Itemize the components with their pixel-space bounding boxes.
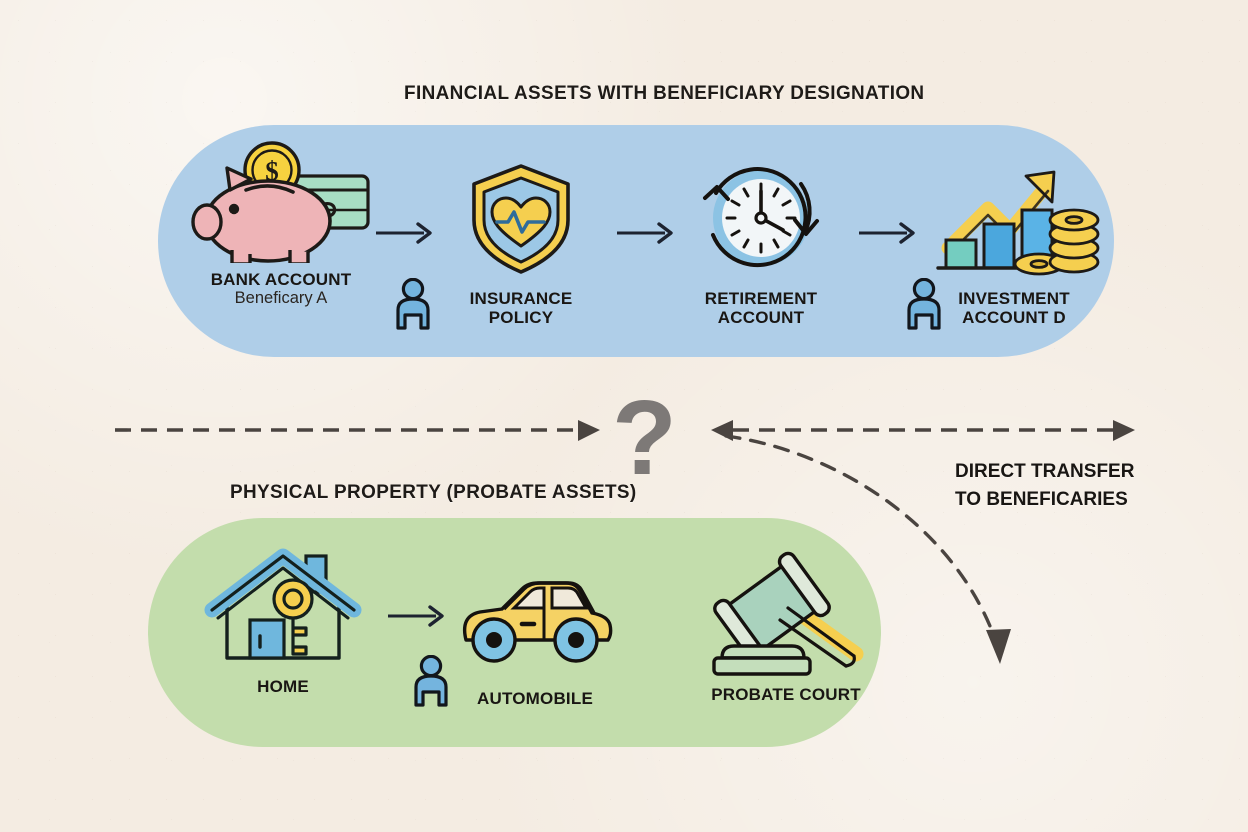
physical-section-title: PHYSICAL PROPERTY (PROBATE ASSETS)	[230, 481, 637, 503]
house-key-icon	[198, 540, 368, 673]
beneficiary-person-icon	[392, 277, 434, 335]
node-probate-court[interactable]: PROBATE COURT	[696, 546, 876, 704]
node-label: BANK ACCOUNT	[210, 270, 352, 289]
node-retirement-account[interactable]: RETIREMENT ACCOUNT	[680, 158, 842, 327]
financial-section-title: FINANCIAL ASSETS WITH BENEFICIARY DESIGN…	[404, 82, 925, 104]
direct-transfer-note: DIRECT TRANSFER TO BENEFICARIES	[955, 461, 1135, 510]
car-icon	[452, 568, 618, 673]
arrow-right-icon	[857, 222, 919, 249]
curved-dashed-arrow-down-icon	[724, 434, 1011, 664]
node-automobile[interactable]: AUTOMOBILE	[452, 568, 618, 708]
arrow-right-icon	[615, 222, 677, 249]
node-sublabel: Beneficary A	[234, 289, 328, 308]
node-label: INSURANCE POLICY	[469, 289, 573, 328]
arrow-right-icon	[374, 222, 436, 249]
growth-chart-coins-icon	[928, 152, 1100, 287]
node-label: INVESTMENT ACCOUNT D	[958, 289, 1070, 328]
node-insurance-policy[interactable]: INSURANCE POLICY	[440, 160, 602, 327]
node-investment-account[interactable]: INVESTMENT ACCOUNT D	[928, 152, 1100, 327]
piggy-bank-icon: $	[190, 138, 372, 268]
question-mark: ?	[612, 379, 677, 497]
dashed-arrow-right-icon	[115, 420, 600, 441]
dashed-double-arrow-icon	[711, 420, 1135, 441]
node-bank-account[interactable]: $ BANK ACCOUNT Beneficary A	[190, 138, 372, 308]
svg-text:$: $	[265, 156, 279, 186]
beneficiary-person-icon	[410, 654, 452, 712]
arrow-right-icon	[386, 605, 448, 632]
node-label: RETIREMENT ACCOUNT	[704, 289, 818, 328]
node-home[interactable]: HOME	[198, 540, 368, 696]
node-label: AUTOMOBILE	[477, 689, 593, 708]
shield-heart-icon	[440, 160, 602, 283]
node-label: HOME	[257, 677, 309, 696]
gavel-icon	[696, 546, 876, 681]
node-label: PROBATE COURT	[711, 685, 861, 704]
clock-icon	[680, 158, 842, 283]
beneficiary-person-icon	[903, 277, 945, 335]
